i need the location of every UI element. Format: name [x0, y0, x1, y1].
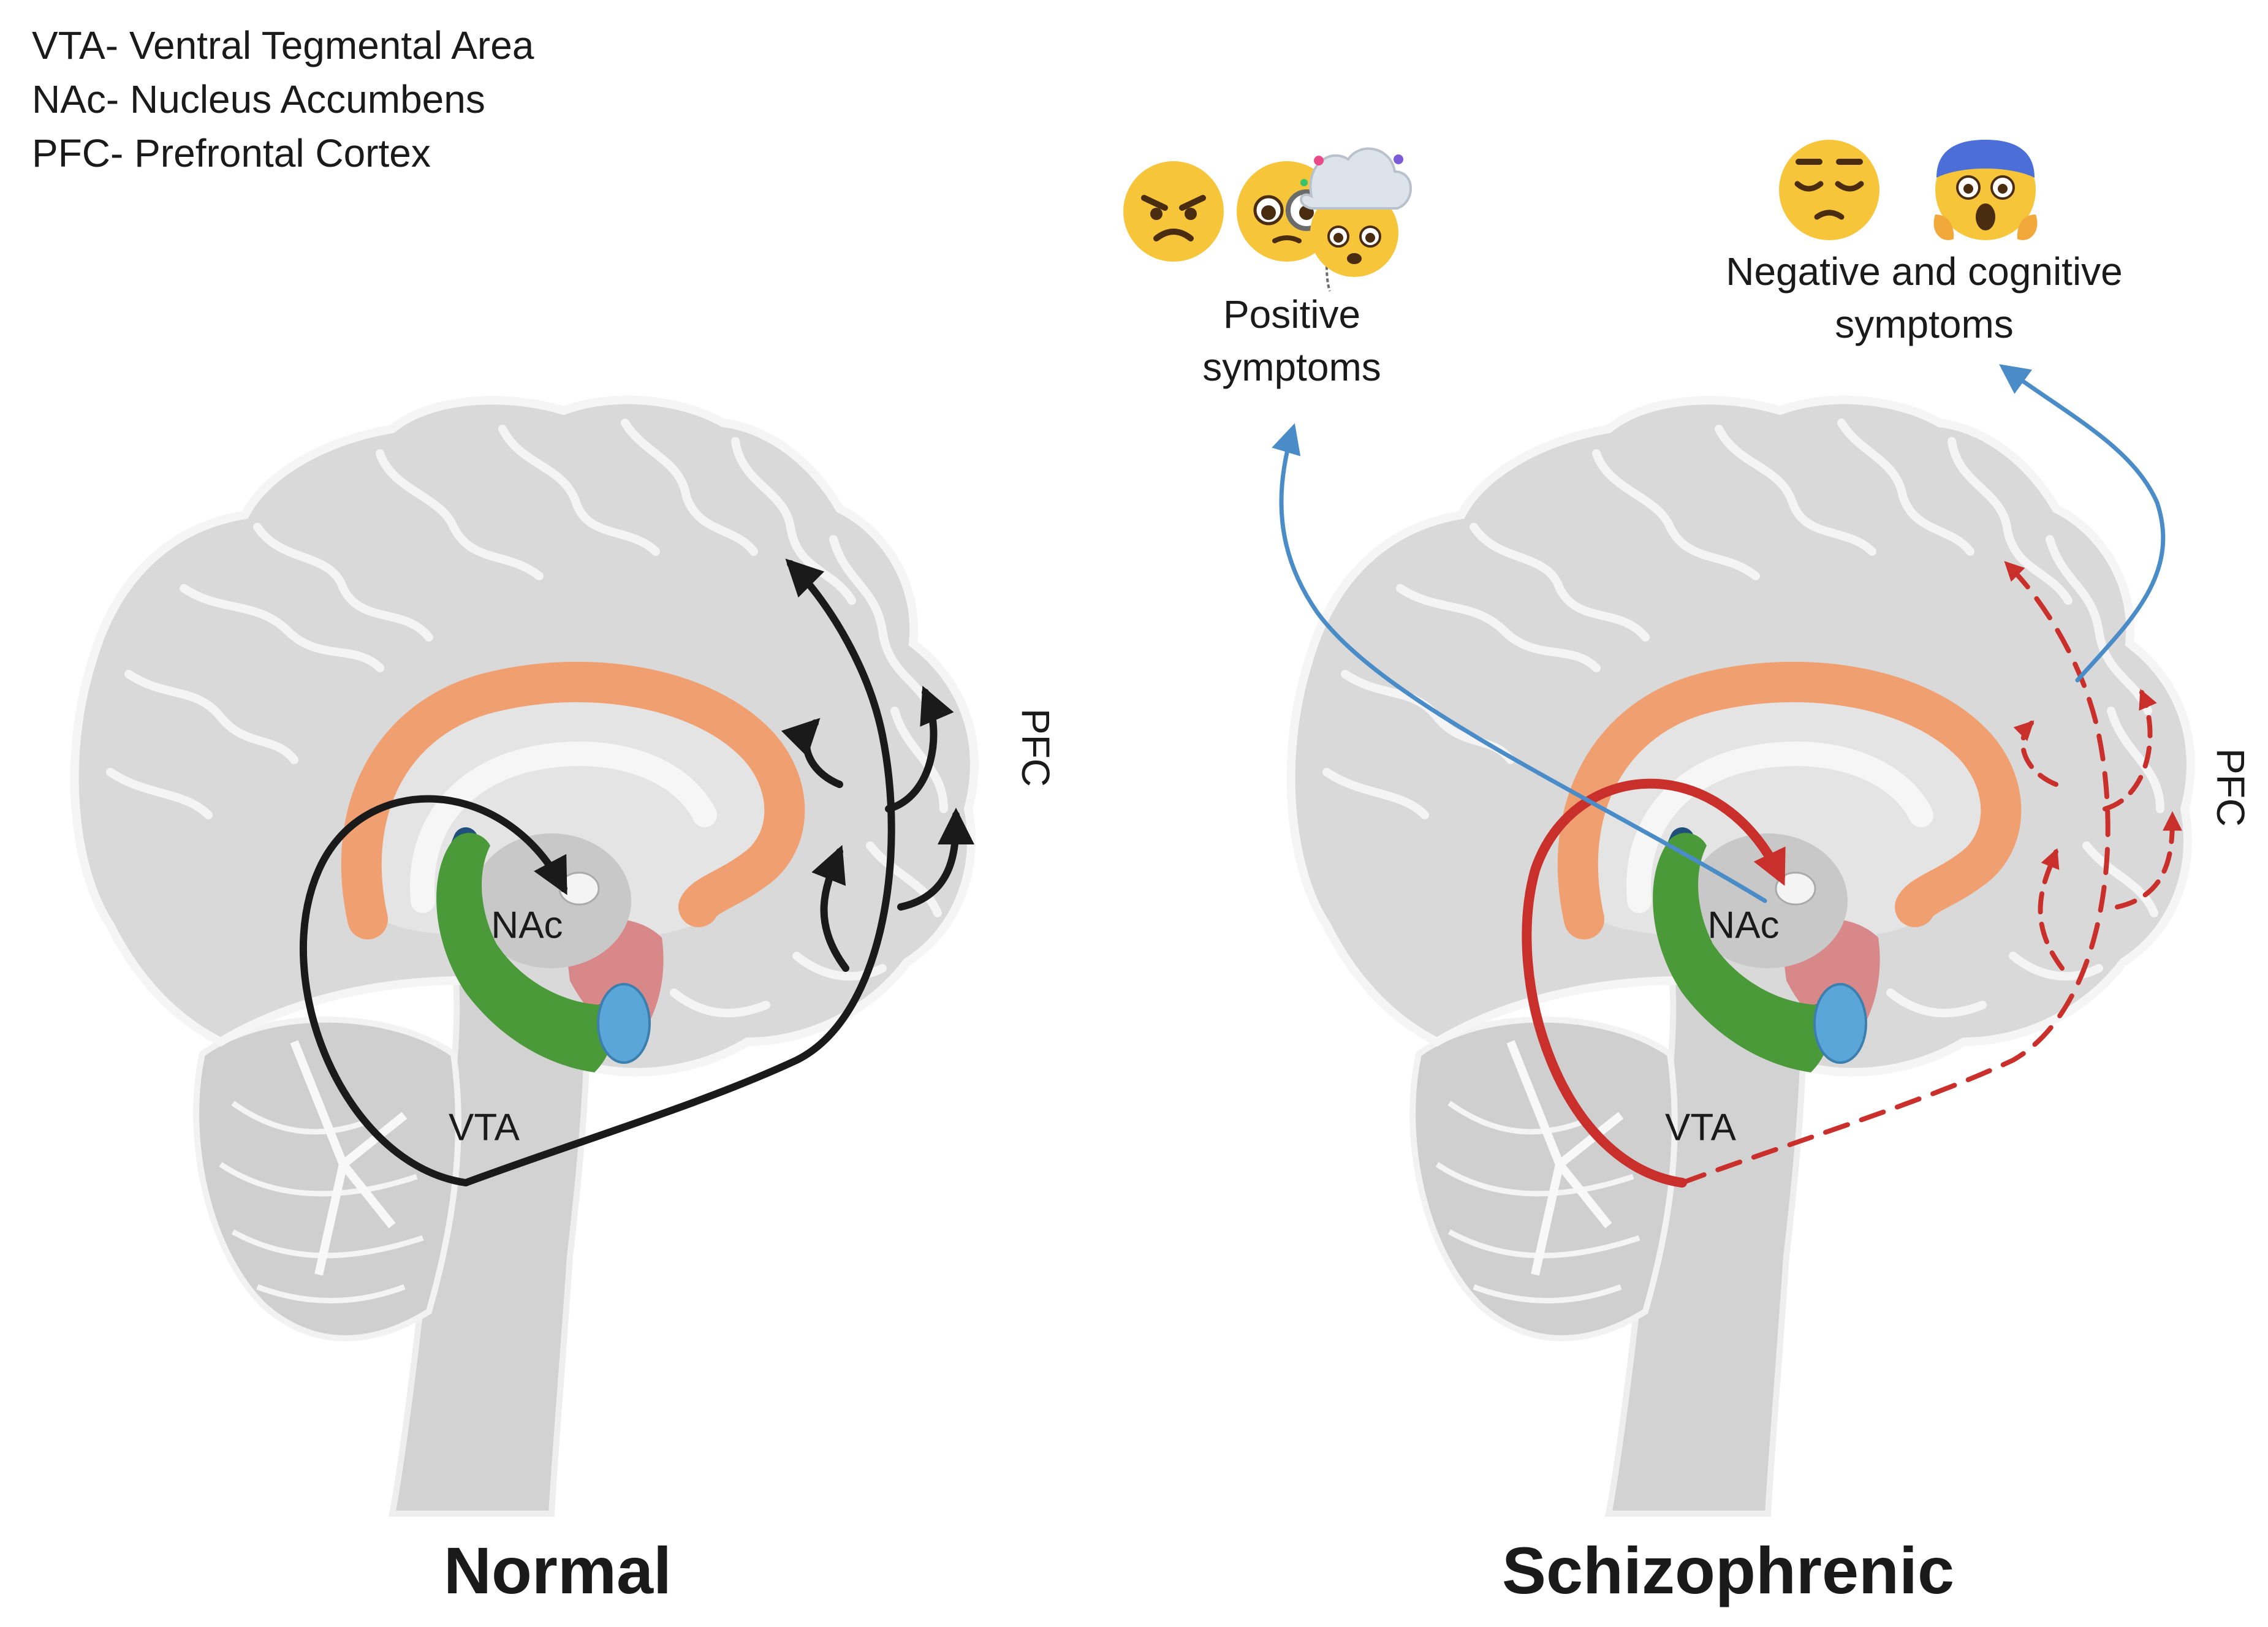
screaming-face-icon: [1933, 140, 2038, 240]
normal-mesocortical-path-4: [811, 844, 849, 972]
normal-pathways: [299, 558, 974, 1186]
legend-pfc: PFC- Prefrontal Cortex: [32, 131, 431, 175]
schizo-pfc-label: PFC: [2209, 748, 2253, 827]
schizophrenic-pathways: [1522, 561, 2182, 1188]
normal-mesocortical-path-5: [897, 808, 974, 911]
negative-symptoms-label: Negative and cognitive symptoms: [1726, 245, 2123, 351]
schizo-mesocortical-path-3: [2103, 689, 2157, 811]
symptom-arrows: [1272, 364, 2166, 903]
schizophrenic-title: Schizophrenic: [1501, 1533, 1955, 1607]
normal-title: Normal: [443, 1533, 672, 1607]
unamused-face-icon: [1779, 140, 1879, 240]
normal-vta-label: VTA: [449, 1106, 520, 1149]
positive-symptoms-line1: Positive: [1223, 292, 1361, 336]
abbreviation-legend: VTA- Ventral Tegmental Area NAc- Nucleus…: [32, 18, 534, 180]
schizo-mesocortical-path-4: [2038, 848, 2065, 971]
positive-symptoms-label: Positive symptoms: [1202, 288, 1381, 393]
legend-vta: VTA- Ventral Tegmental Area: [32, 23, 534, 67]
normal-nac-label: NAc: [491, 904, 563, 947]
legend-nac: NAc- Nucleus Accumbens: [32, 77, 485, 121]
normal-mesocortical-path-1: [462, 558, 895, 1186]
normal-mesocortical-path-3: [885, 685, 954, 813]
negative-symptom-arrow: [1999, 364, 2166, 683]
angry-face-icon: [1123, 161, 1224, 262]
normal-mesolimbic-path: [299, 795, 567, 1186]
exploding-head-icon: [1300, 147, 1412, 277]
schizo-mesocortical-path-5: [2115, 811, 2182, 909]
positive-symptom-arrow: [1272, 423, 1767, 903]
negative-symptoms-line2: symptoms: [1835, 302, 2014, 346]
schizo-mesolimbic-path: [1522, 778, 1786, 1188]
negative-symptoms-line1: Negative and cognitive: [1726, 249, 2123, 294]
schizo-mesocortical-path-1: [1680, 561, 2111, 1185]
normal-pfc-label: PFC: [1014, 708, 1058, 787]
normal-mesocortical-path-2: [781, 718, 843, 788]
schizo-mesocortical-path-2: [2013, 720, 2058, 787]
positive-symptoms-line2: symptoms: [1202, 345, 1381, 389]
schizo-vta-label: VTA: [1665, 1106, 1736, 1149]
schizo-nac-label: NAc: [1707, 904, 1780, 947]
